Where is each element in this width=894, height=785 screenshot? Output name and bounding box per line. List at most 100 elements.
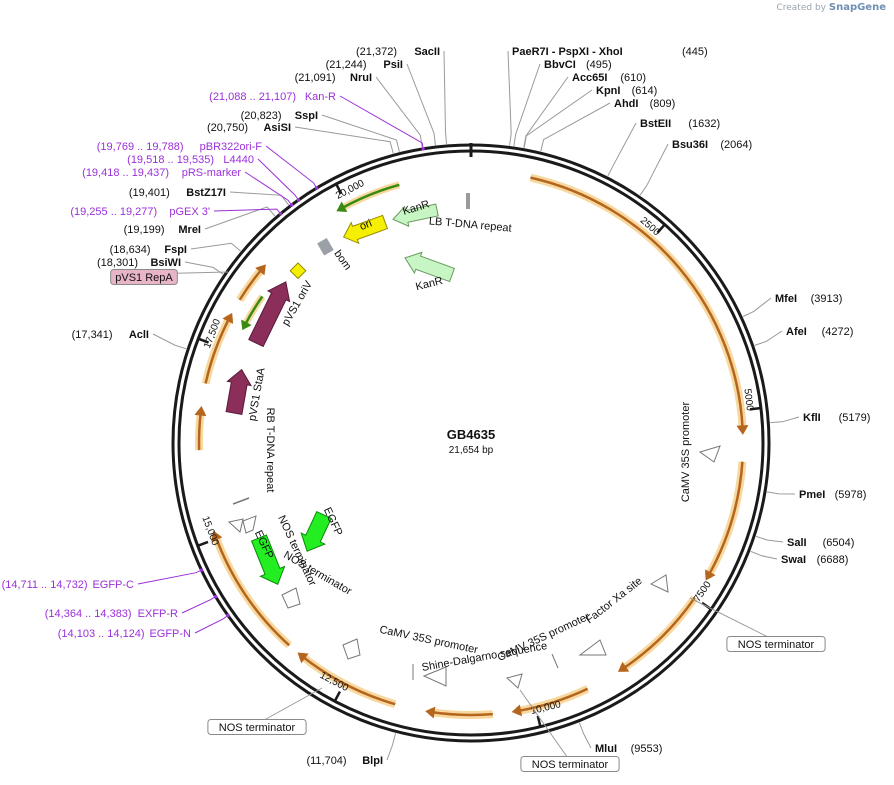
primer-name[interactable]: EGFP-C	[92, 579, 134, 591]
primer-leader	[181, 596, 216, 614]
box-leader	[689, 597, 777, 642]
enzyme-leader	[578, 722, 592, 749]
egfp-arrow-1[interactable]	[295, 510, 335, 557]
feature-arc[interactable]	[300, 654, 396, 706]
primer-leader	[339, 95, 424, 149]
enzyme-name[interactable]: FspI	[164, 244, 187, 256]
feature-arrowhead	[705, 569, 716, 581]
tick-label: 10,000	[530, 699, 563, 717]
primer-name[interactable]: EGFP-N	[149, 628, 191, 640]
inner-feature-label[interactable]: RB T-DNA repeat	[264, 408, 276, 493]
kanr-arrow-top[interactable]	[391, 200, 439, 229]
feature-label-text: NOS terminator	[738, 639, 815, 651]
kanr-arrow-lower[interactable]	[401, 248, 456, 286]
primer-name[interactable]: pGEX 3'	[169, 206, 210, 218]
primer-name[interactable]: EXFP-R	[138, 608, 178, 620]
feature-arc[interactable]	[706, 461, 744, 578]
primer-range: (14,364 .. 14,383)	[45, 608, 132, 620]
ori-arrow[interactable]	[340, 212, 389, 248]
credit-prefix: Created by	[776, 3, 826, 13]
enzyme-name[interactable]: AclI	[129, 329, 149, 341]
tick-mark	[656, 223, 666, 234]
box-leader	[256, 687, 323, 725]
inner-feature-label[interactable]: CaMV 35S promoter	[378, 624, 479, 657]
primer-leader	[244, 171, 293, 206]
pvs1-staa-arrow-shape	[225, 368, 253, 415]
feature-arrowhead	[194, 406, 207, 417]
feature-label-box[interactable]	[726, 636, 826, 652]
enzyme-name[interactable]: Acc65I	[572, 72, 607, 84]
inner-feature-label[interactable]: CaMV 35S promoter	[496, 611, 592, 664]
enzyme-coord: (1632)	[688, 118, 720, 130]
kanr-arrow-lower-shape	[404, 251, 456, 283]
feature-arrowhead	[297, 652, 309, 664]
egfp-arrow-2[interactable]	[247, 533, 290, 589]
enzyme-name[interactable]: BstEII	[640, 118, 671, 130]
inner-feature-label[interactable]: NOS terminator	[663, 499, 664, 501]
primer-name[interactable]: Kan-R	[305, 91, 336, 103]
inner-feature-label[interactable]: ori	[358, 217, 374, 233]
enzyme-name[interactable]: AfeI	[786, 326, 807, 338]
enzyme-name[interactable]: BsiWI	[150, 257, 181, 269]
pvs1-staa-arrow[interactable]	[222, 368, 253, 415]
enzyme-name[interactable]: AhdI	[614, 98, 638, 110]
enzyme-coord: (11,704)	[306, 755, 346, 767]
inner-feature-label[interactable]: KanR	[414, 275, 444, 293]
feature-arrowhead	[336, 201, 348, 213]
enzyme-name[interactable]: SacII	[414, 46, 440, 58]
feature-arc[interactable]	[213, 534, 291, 647]
enzyme-leader	[375, 76, 423, 148]
enzyme-name[interactable]: MreI	[178, 224, 201, 236]
enzyme-name[interactable]: PsiI	[383, 59, 403, 71]
enzyme-name[interactable]: PaeR7I - PspXI - XhoI	[512, 46, 623, 58]
feature-arc[interactable]	[530, 176, 744, 431]
pvs1-repa-arrow[interactable]	[245, 277, 296, 349]
enzyme-name[interactable]: BlpI	[362, 755, 383, 767]
enzyme-name[interactable]: KflI	[803, 412, 821, 424]
primer-site	[214, 595, 218, 599]
enzyme-coord: (19,199)	[124, 224, 165, 236]
enzyme-leader	[754, 330, 783, 346]
feature-label-box[interactable]	[110, 269, 178, 285]
primer-range: (14,711 .. 14,732)	[2, 579, 88, 591]
primer-name[interactable]: L4440	[223, 154, 254, 166]
enzyme-name[interactable]: SalI	[787, 537, 807, 549]
inner-feature-label[interactable]: Factor Xa site	[584, 575, 645, 626]
enzyme-coord: (6504)	[823, 537, 855, 549]
backbone-layer	[171, 143, 771, 743]
enzyme-name[interactable]: MfeI	[775, 293, 797, 305]
enzyme-coord: (21,244)	[326, 59, 367, 71]
tick-mark	[335, 183, 343, 195]
feature-label-text: NOS terminator	[532, 759, 609, 771]
camv-35s-arrow-3	[578, 639, 607, 656]
feature-arc[interactable]	[621, 597, 696, 671]
enzyme-name[interactable]: Bsu36I	[672, 139, 708, 151]
enzyme-name[interactable]: KpnI	[596, 85, 620, 97]
feature-label-box[interactable]	[520, 756, 620, 772]
enzyme-leader	[639, 143, 669, 196]
factor-xa-arrow	[505, 673, 523, 689]
enzyme-leader	[190, 242, 241, 252]
inner-feature-label[interactable]: CaMV 35S promoter	[680, 402, 692, 503]
inner-feature-label[interactable]: bom	[331, 248, 353, 272]
enzyme-name[interactable]: SspI	[295, 110, 318, 122]
enzyme-name[interactable]: NruI	[350, 72, 372, 84]
enzyme-name[interactable]: AsiSI	[263, 122, 291, 134]
enzyme-name[interactable]: SwaI	[781, 554, 806, 566]
feature-label-text: NOS terminator	[219, 722, 296, 734]
enzyme-leader	[294, 126, 394, 154]
enzyme-name[interactable]: PmeI	[799, 489, 825, 501]
enzyme-leader	[513, 63, 541, 147]
enzyme-name[interactable]: BstZ17I	[186, 187, 226, 199]
enzyme-name[interactable]: BbvCI	[544, 59, 576, 71]
feature-label-box[interactable]	[207, 719, 307, 735]
inner-feature-label[interactable]: LB T-DNA repeat	[428, 215, 512, 234]
primer-name[interactable]: pRS-marker	[182, 167, 242, 179]
primer-range: (19,255 .. 19,277)	[70, 206, 157, 218]
primer-site	[199, 568, 203, 572]
enzyme-name[interactable]: MluI	[595, 743, 617, 755]
enzyme-coord: (610)	[620, 72, 646, 84]
primer-name[interactable]: pBR322ori-F	[200, 141, 263, 153]
kanr-arrow-top-shape	[392, 203, 439, 228]
tick-label: 5000	[741, 388, 755, 412]
